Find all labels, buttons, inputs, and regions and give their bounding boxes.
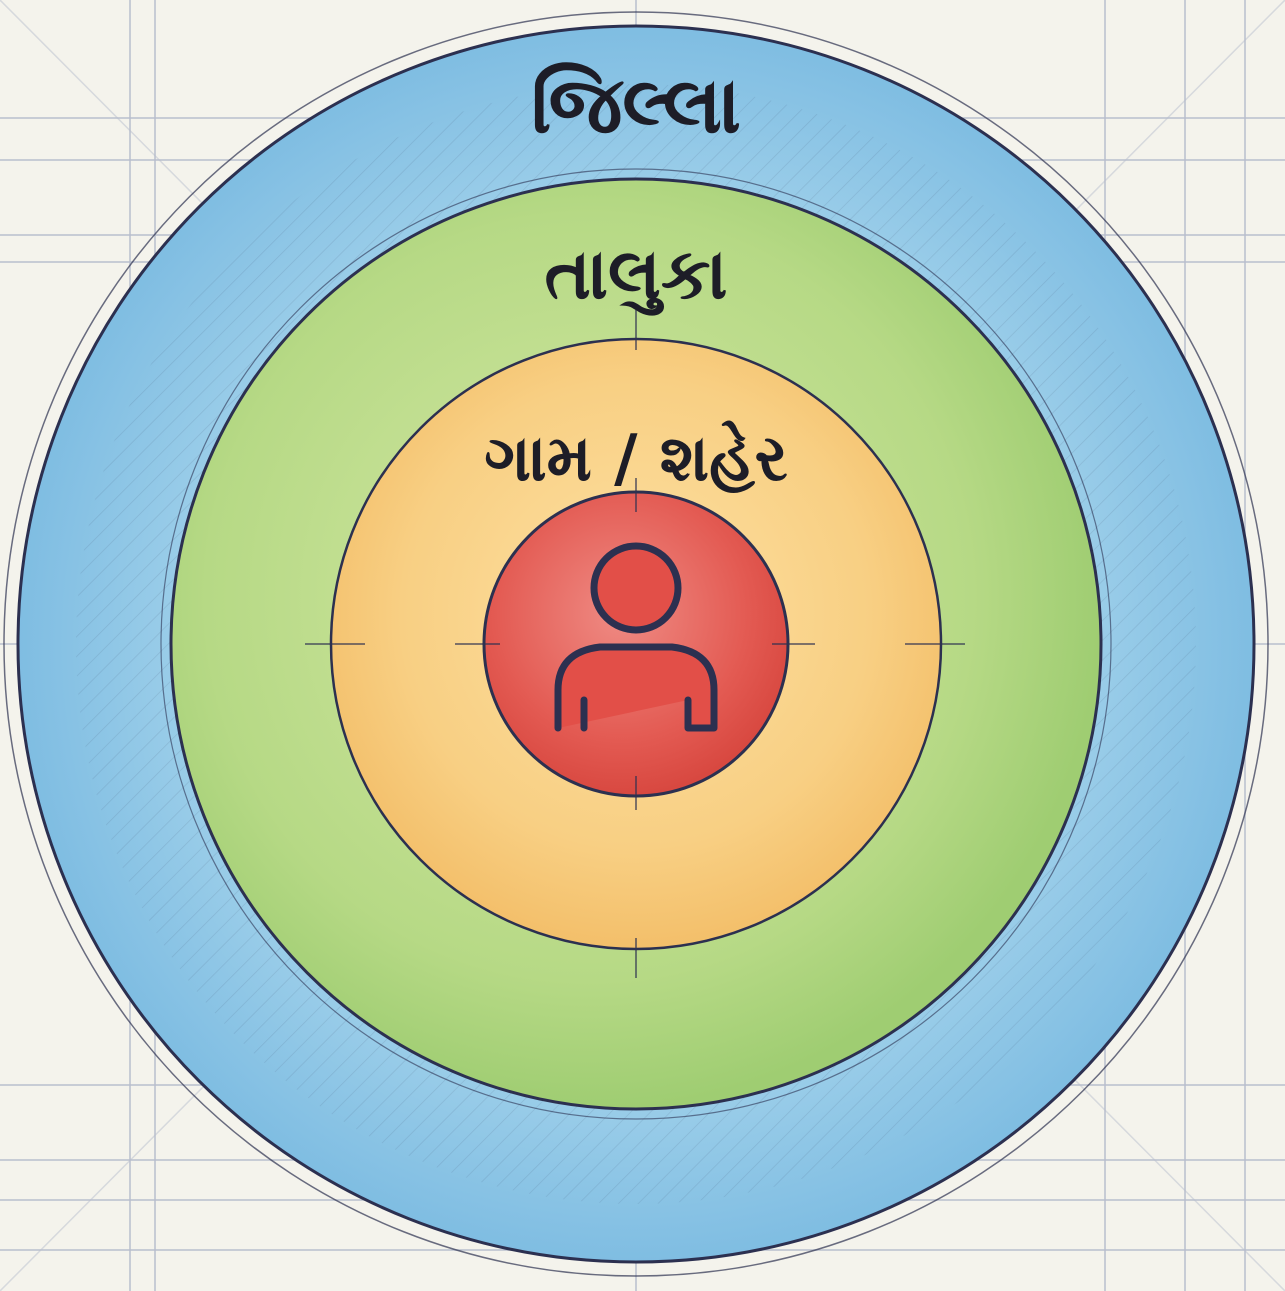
district-label: જિલ્લા (531, 61, 741, 151)
village-label: ગામ / શહેર (484, 420, 787, 496)
taluka-label: તાલુકા (544, 233, 727, 317)
